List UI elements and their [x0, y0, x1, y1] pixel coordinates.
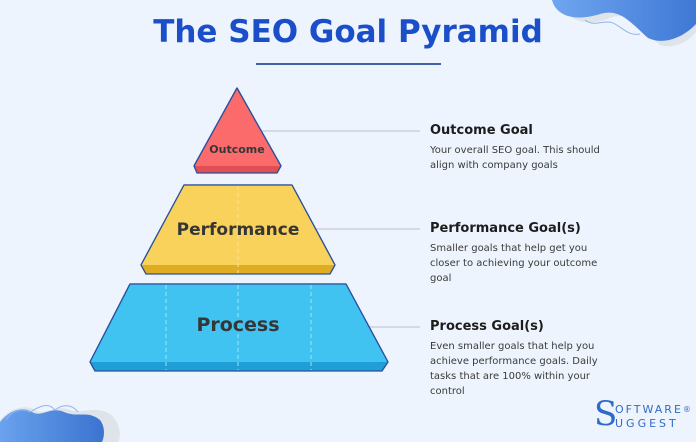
tier-label-performance: Performance — [176, 220, 300, 240]
goal-description: Smaller goals that help get you closer t… — [430, 243, 598, 284]
tier-label-process: Process — [196, 314, 280, 336]
softwaresuggest-logo: S OFTWARE® UGGEST — [594, 397, 691, 433]
logo-line2: UGGEST — [615, 417, 679, 430]
goal-title: Process Goal(s) — [430, 319, 544, 334]
tier-label-outcome: Outcome — [209, 143, 265, 156]
goal-outcome: Outcome Goal Your overall SEO goal. This… — [430, 123, 640, 173]
tier-outcome — [193, 87, 282, 174]
registered-mark: ® — [682, 405, 691, 414]
goal-title: Outcome Goal — [430, 123, 533, 138]
logo-initial: S — [594, 394, 618, 434]
tier-performance — [140, 184, 336, 275]
logo-line1: OFTWARE® — [615, 404, 691, 416]
goal-description: Even smaller goals that help you achieve… — [430, 341, 598, 397]
tier-process — [89, 283, 389, 372]
goal-description: Your overall SEO goal. This should align… — [430, 145, 600, 171]
goal-title: Performance Goal(s) — [430, 221, 581, 236]
title-underline — [256, 63, 441, 65]
logo-line1-text: OFTWARE — [615, 403, 683, 416]
goal-process: Process Goal(s) Even smaller goals that … — [430, 319, 640, 399]
goal-performance: Performance Goal(s) Smaller goals that h… — [430, 221, 640, 286]
page-title: The SEO Goal Pyramid — [153, 14, 543, 50]
